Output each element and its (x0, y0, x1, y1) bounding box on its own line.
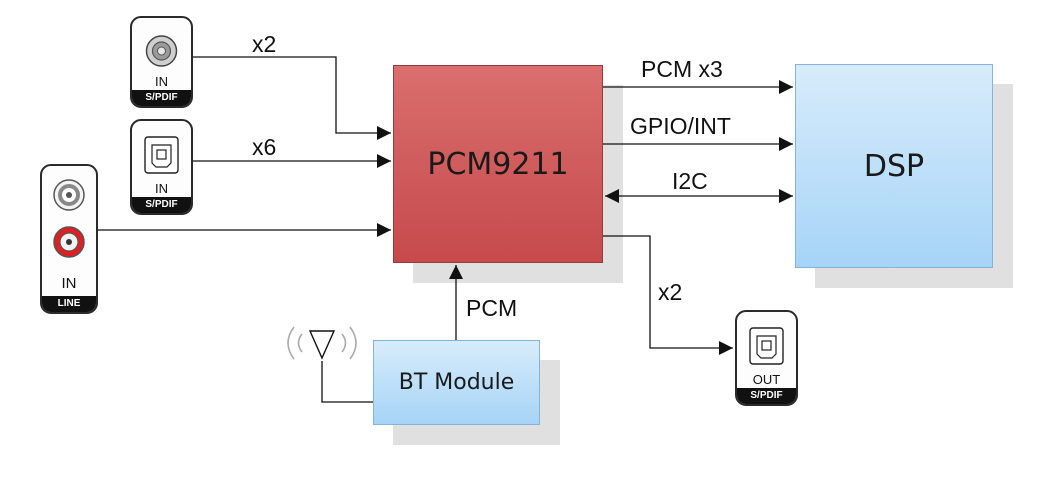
bt-module-label: BT Module (398, 370, 515, 395)
antenna-icon (287, 326, 357, 360)
optical-spdif-in-connector: IN S/PDIF (130, 119, 193, 215)
optical-in-count-label: x6 (252, 134, 277, 160)
coax-io-label: IN (155, 74, 168, 89)
optical-jack-icon (144, 136, 179, 174)
optical-in-type-label: S/PDIF (132, 197, 191, 213)
coax-spdif-in-connector: IN S/PDIF (130, 16, 193, 108)
i2c-label: I2C (672, 168, 708, 194)
optical-out-io-label: OUT (752, 372, 781, 387)
bt-pcm-label: PCM (466, 295, 518, 321)
coax-in-wire (193, 56, 391, 140)
coax-type-label: S/PDIF (132, 90, 191, 106)
optical-out-jack-icon (749, 327, 784, 365)
optical-in-io-label: IN (155, 181, 168, 196)
antenna-wire (321, 361, 373, 403)
optical-out-wire (603, 235, 733, 355)
pcm9211-label: PCM9211 (427, 146, 569, 182)
pcm9211-block: PCM9211 (393, 65, 603, 263)
optical-out-count-label: x2 (658, 279, 683, 305)
gpio-label: GPIO/INT (630, 113, 731, 139)
coax-jack-icon (145, 35, 178, 67)
optical-spdif-out-connector: OUT S/PDIF (735, 310, 798, 406)
dsp-block: DSP (795, 64, 993, 268)
pcm-out-label: PCM x3 (641, 56, 723, 82)
rca-jacks-icon (53, 179, 85, 258)
bt-module-block: BT Module (373, 340, 540, 425)
dsp-label: DSP (863, 148, 925, 184)
optical-out-type-label: S/PDIF (737, 388, 796, 404)
line-in-connector: IN LINE (40, 164, 98, 314)
line-io-label: IN (61, 275, 77, 292)
coax-in-count-label: x2 (252, 31, 277, 57)
line-type-label: LINE (42, 296, 96, 312)
